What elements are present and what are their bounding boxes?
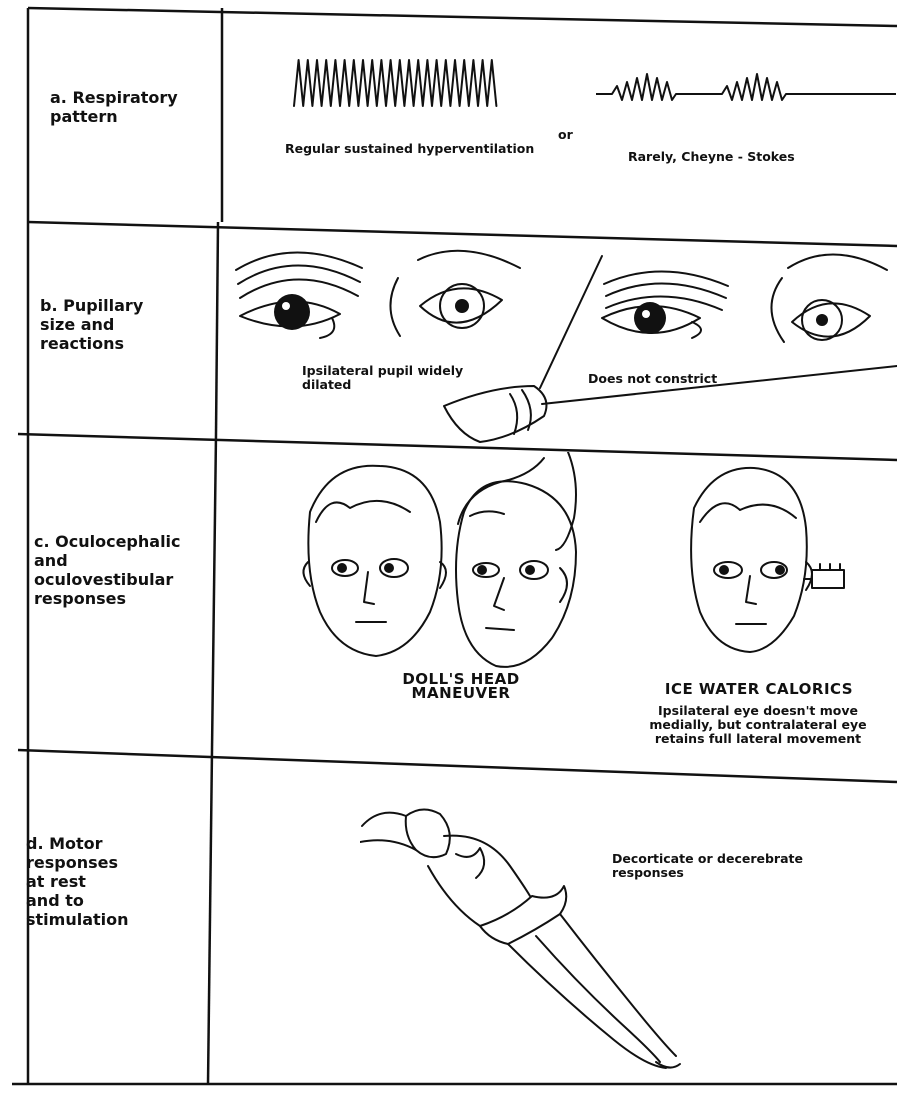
- eye-icon: [602, 271, 728, 338]
- waveform-hyperventilation-icon: [290, 52, 510, 116]
- caption-or: or: [558, 128, 573, 142]
- face-icon: [303, 466, 446, 656]
- face-icon: [456, 481, 576, 667]
- caption-hyperventilation: Regular sustained hyperventilation: [285, 142, 534, 156]
- reclining-patient-icon: [360, 796, 690, 1076]
- pupil-illustration: [222, 238, 897, 450]
- waveform-cheyne-stokes-icon: [596, 60, 896, 120]
- caption-ice-water-desc: Ipsilateral eye doesn't move medially, b…: [640, 704, 876, 746]
- caption-cheyne-stokes: Rarely, Cheyne - Stokes: [628, 150, 795, 164]
- row-a-label: a. Respiratory pattern: [50, 88, 178, 126]
- row-d-label: d. Motor responses at rest and to stimul…: [26, 834, 129, 929]
- eye-icon: [771, 254, 887, 342]
- row-b-label: b. Pupillary size and reactions: [40, 296, 143, 353]
- caption-ice-water-title: ICE WATER CALORICS: [654, 682, 864, 696]
- caption-ipsilateral-dilated: Ipsilateral pupil widely dilated: [302, 364, 463, 392]
- caption-decorticate: Decorticate or decerebrate responses: [612, 852, 803, 880]
- eye-icon: [236, 252, 362, 338]
- eye-icon: [390, 251, 520, 336]
- oculocephalic-illustration: [290, 452, 850, 678]
- hand-icon: [458, 452, 576, 550]
- caption-does-not-constrict: Does not constrict: [588, 372, 717, 386]
- row-c-label: c. Oculocephalic and oculovestibular res…: [34, 532, 181, 608]
- face-icon: [691, 468, 812, 652]
- caption-dolls-head: DOLL'S HEAD MANEUVER: [356, 672, 566, 700]
- penlight-icon: [444, 386, 546, 442]
